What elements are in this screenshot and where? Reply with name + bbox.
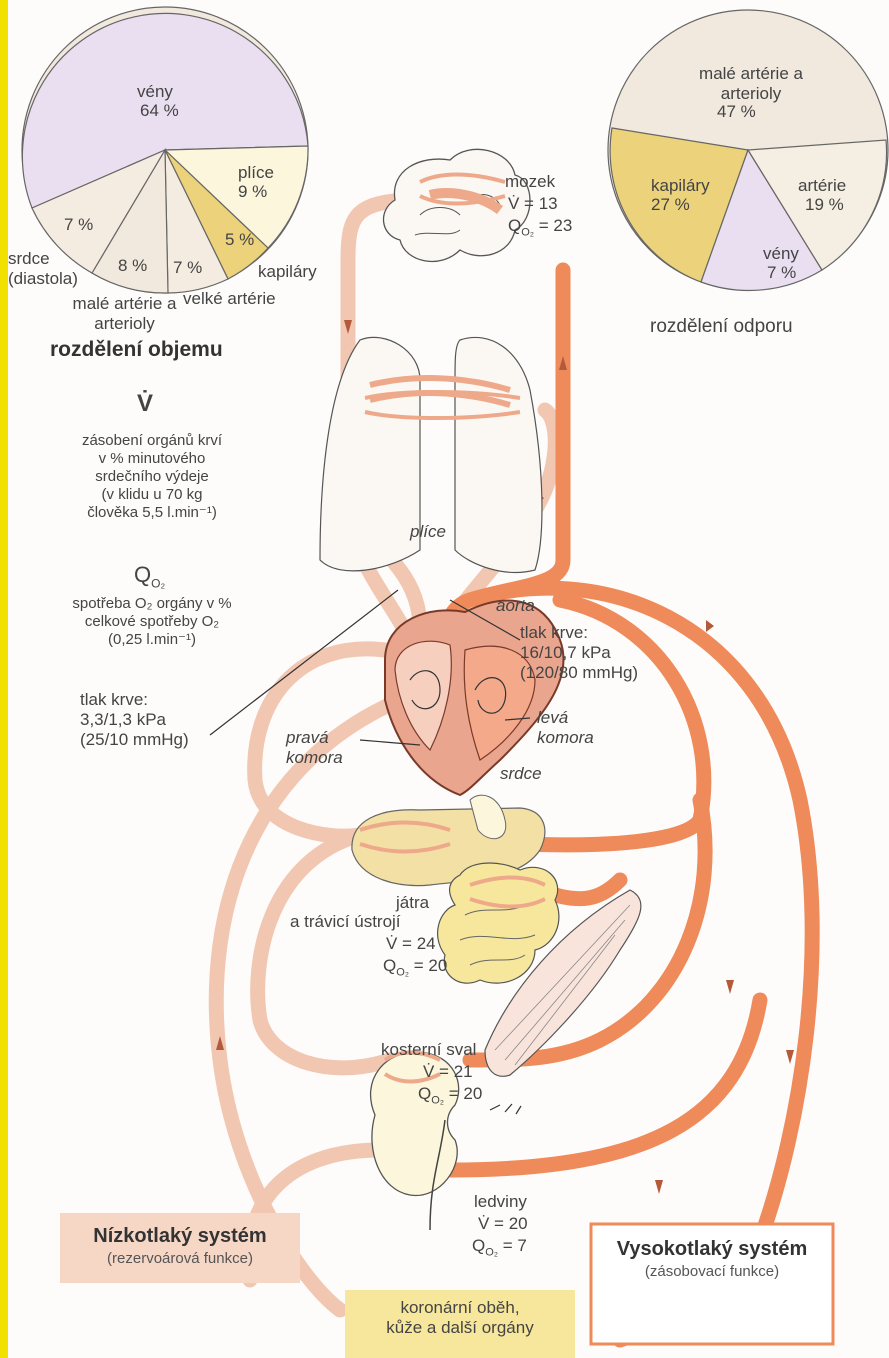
muscle-label: kosterní sval [381,1040,476,1060]
high-pressure-subtitle: (zásobovací funkce) [594,1263,830,1280]
res-arteries-label: artérie [798,176,846,196]
volume-chart-title: rozdělení objemu [50,340,223,360]
lungs-label: plíce [410,522,446,542]
vol-capillaries-label: kapiláry [258,262,317,282]
vol-heart-pct: 7 % [64,215,93,235]
kidney-v: V̇ = 20 [478,1214,528,1234]
res-capillaries-pct: 27 % [651,195,690,215]
left-ventricle-label: levá komora [537,708,594,748]
right-pressure: tlak krve: 3,3/1,3 kPa (25/10 mmHg) [80,690,189,750]
res-arterioles-label: malé artérie a arterioly [676,64,826,104]
heart-label: srdce [500,764,542,784]
low-pressure-subtitle: (rezervoárová funkce) [60,1250,300,1267]
brain-q: QO₂ = 23 [508,216,572,242]
vol-arteries-pct: 7 % [173,258,202,278]
liver-q: QO₂ = 20 [383,956,447,982]
kidney-q: QO₂ = 7 [472,1236,527,1262]
legend-q-desc: spotřeba O₂ orgány v % celkové spotřeby … [42,595,262,649]
muscle-q: QO₂ = 20 [418,1084,482,1110]
legend-v-symbol: V̇ [137,394,153,414]
aorta-label: aorta [496,596,535,616]
low-pressure-system-box: Nízkotlaký systém (rezervoárová funkce) [60,1213,300,1283]
vol-lungs-pct: 9 % [238,182,267,202]
brain-label: mozek [505,172,555,192]
resistance-pie-chart [608,10,888,291]
res-arterioles-pct: 47 % [717,102,756,122]
vol-arterioles-label: malé artérie a arterioly [52,294,197,334]
other-organs-box: koronární oběh, kůže a další orgány [345,1290,575,1358]
vol-lungs-label: plíce [238,163,274,183]
brain-v: V̇ = 13 [508,194,558,214]
left-pressure: tlak krve: 16/10,7 kPa (120/80 mmHg) [520,623,638,683]
muscle-v: V̇ = 21 [423,1062,473,1082]
liver-label: játra [396,893,429,913]
high-pressure-title: Vysokotlaký systém [594,1238,830,1261]
vol-capillaries-pct: 5 % [225,230,254,250]
right-ventricle-label: pravá komora [286,728,343,768]
low-pressure-title: Nízkotlaký systém [60,1225,300,1248]
liver-label-2: a trávicí ústrojí [290,912,401,932]
res-veins-label: vény [763,244,799,264]
other-organs-line1: koronární oběh, [345,1298,575,1318]
resistance-chart-title: rozdělení odporu [650,317,793,337]
vol-heart-label: srdce (diastola) [8,249,78,289]
liver-v: V̇ = 24 [386,934,436,954]
res-capillaries-label: kapiláry [651,176,710,196]
vol-veins-pct: 64 % [140,101,179,121]
res-veins-pct: 7 % [767,263,796,283]
legend-q-symbol: QO₂ [134,565,165,593]
res-arteries-pct: 19 % [805,195,844,215]
kidney-label: ledviny [474,1192,527,1212]
high-pressure-system-box: Vysokotlaký systém (zásobovací funkce) [594,1230,830,1290]
other-organs-line2: kůže a další orgány [345,1318,575,1338]
vol-arterioles-pct: 8 % [118,256,147,276]
legend-v-desc: zásobení orgánů krví v % minutového srde… [42,432,262,522]
vol-veins-label: vény [137,82,173,102]
